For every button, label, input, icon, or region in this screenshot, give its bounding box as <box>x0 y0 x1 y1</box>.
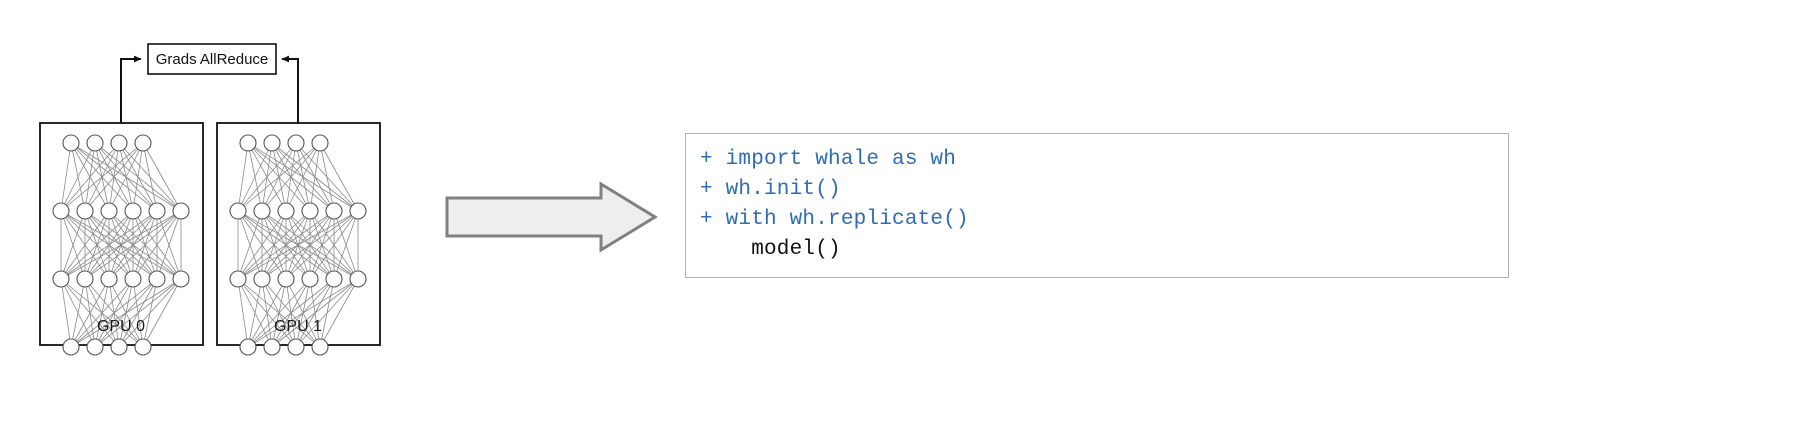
gpu-1-network <box>229 134 367 356</box>
gpu-0-network <box>52 134 190 356</box>
gpu-1-label: GPU 1 <box>274 318 322 335</box>
connector-gpu0-to-allreduce <box>120 55 142 124</box>
gpu-0-label: GPU 0 <box>97 318 145 335</box>
code-line-3: + with wh.replicate() <box>700 208 969 231</box>
allreduce-box: Grads AllReduce <box>147 43 277 75</box>
allreduce-connectors <box>120 55 299 124</box>
connector-gpu1-to-allreduce <box>281 55 299 124</box>
code-block: + import whale as wh + wh.init() + with … <box>685 133 1509 278</box>
gpu-0-box <box>39 122 204 346</box>
gpu-0-container: GPU 0 <box>39 122 204 356</box>
transform-arrow-icon <box>445 181 658 253</box>
code-line-2: + wh.init() <box>700 178 841 201</box>
gpu-1-box <box>216 122 381 346</box>
gpu-1-container: GPU 1 <box>216 122 381 356</box>
block-arrow-right-icon <box>445 181 658 253</box>
allreduce-box-label: Grads AllReduce <box>156 51 269 68</box>
allreduce-box-rect <box>147 43 277 75</box>
code-line-4: model() <box>700 238 841 261</box>
code-line-1: + import whale as wh <box>700 148 957 171</box>
